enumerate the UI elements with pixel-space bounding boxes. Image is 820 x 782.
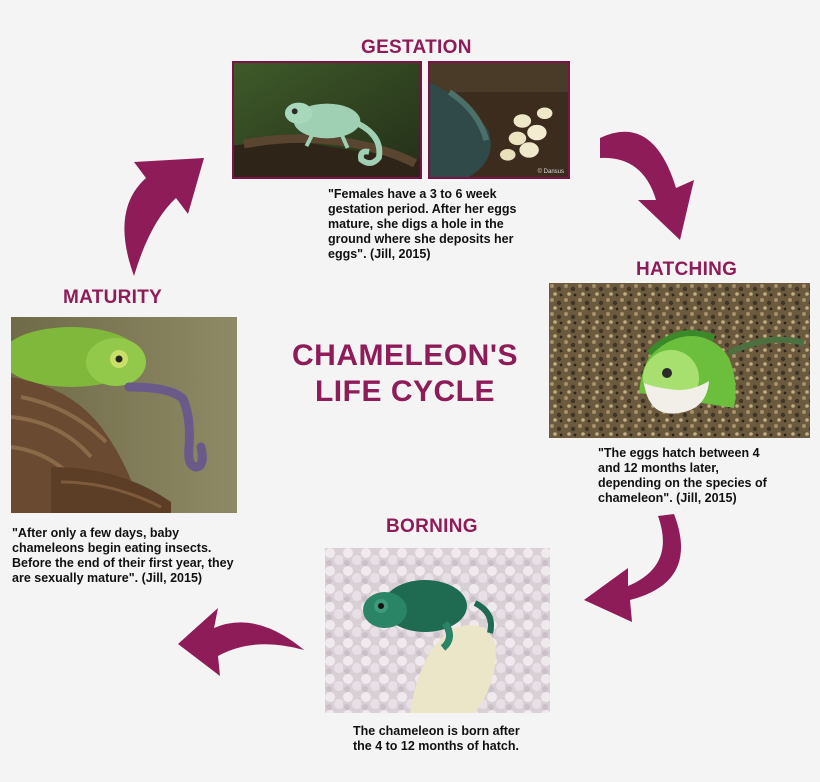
hatching-photo	[549, 283, 810, 438]
photo-credit: © Dansus	[537, 169, 564, 175]
title-line-1: CHAMELEON'S	[292, 339, 518, 372]
arrow-maturity-to-gestation	[124, 158, 204, 276]
diagram-title: CHAMELEON'S LIFE CYCLE	[270, 338, 540, 410]
hatching-description: "The eggs hatch between 4 and 12 months …	[598, 446, 767, 505]
maturity-title: MATURITY	[63, 287, 163, 308]
maturity-photo	[11, 317, 237, 513]
arrow-hatching-to-borning	[584, 514, 682, 622]
maturity-description: "After only a few days, baby chameleons …	[12, 526, 234, 585]
gestation-photo-chameleon	[232, 61, 422, 179]
arrow-gestation-to-hatching	[600, 131, 694, 240]
arrow-borning-to-maturity	[178, 608, 304, 676]
gestation-title: GESTATION	[361, 37, 472, 58]
borning-photo	[325, 548, 550, 713]
borning-title: BORNING	[386, 516, 478, 537]
borning-description: The chameleon is born after the 4 to 12 …	[353, 724, 520, 753]
gestation-photo-eggs: © Dansus	[428, 61, 570, 179]
gestation-description: "Females have a 3 to 6 week gestation pe…	[328, 187, 517, 261]
title-line-2: LIFE CYCLE	[314, 375, 495, 408]
hatching-title: HATCHING	[636, 259, 738, 280]
